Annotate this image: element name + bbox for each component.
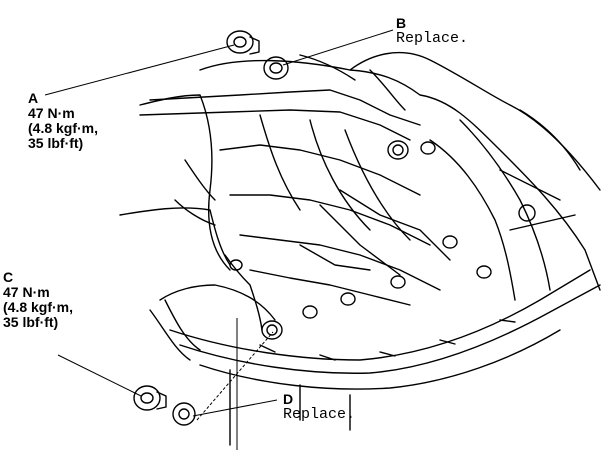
leader-b [282,29,394,66]
pan-bolt-5 [476,265,492,279]
pan-hatch [259,319,516,361]
drain-plug-c-part [133,385,167,411]
oil-pan-rim-inner [179,284,601,374]
callout-a-torque-kgf: (4.8 kgf·m, [28,120,99,136]
lower-left-boss [224,254,263,331]
rib-5 [229,194,431,246]
callout-c-torque-kgf: (4.8 kgf·m, [3,299,74,315]
case-bottom-left [159,284,276,321]
case-right-edge [459,119,551,291]
callout-a-letter: A [28,90,39,106]
pan-bolt-4 [442,235,458,249]
oil-pan-skirt [229,369,351,446]
rib-2 [309,119,371,231]
callout-b-letter: B [396,15,407,31]
pan-bolt-1 [302,305,318,319]
case-bolt-right [518,204,536,222]
case-left-outline [139,94,231,271]
curve-top-center [299,54,406,111]
dashed-axis-c [196,331,274,421]
case-upper-outline [199,59,601,291]
leader-d [192,399,278,417]
plug-seat-a [387,140,409,160]
housing-lower-left [149,299,201,361]
washer-d-part [172,402,196,426]
rib-1 [259,114,301,211]
rib-6 [239,234,441,291]
rib-diagonal-2 [339,189,451,261]
case-left-lower [119,207,231,266]
case-far-right [499,109,581,231]
rib-7 [249,269,411,306]
callout-d-note: Replace. [283,406,356,423]
oil-pan-rim-low [199,329,561,390]
washer-b-part [263,56,289,80]
drain-plug-a-part [226,30,260,55]
leader-a [44,44,235,96]
case-rear-outline [349,52,601,191]
callout-b-note: Replace. [396,30,469,47]
leader-c [57,354,142,397]
callout-d-letter: D [283,391,294,407]
pan-bolt-7 [229,259,243,271]
pan-bolt-3 [390,275,406,289]
upper-bracket [149,89,421,126]
callout-c-torque-lbf: 35 lbf·ft) [3,314,59,330]
oil-pan-rim-outer [169,269,591,361]
rib-4 [219,144,421,196]
callout-c-letter: C [3,269,14,285]
case-right-wall [429,139,516,301]
callout-a-torque-nm: 47 N·m [28,105,75,121]
pan-bolt-6 [420,141,436,155]
pan-bolt-2 [340,292,356,306]
flange-left [174,159,216,226]
upper-bracket-edge [139,109,411,141]
callout-c-torque-nm: 47 N·m [3,284,50,300]
rib-diagonal-1 [319,204,401,276]
callout-a-torque-lbf: 35 lbf·ft) [28,135,84,151]
plug-seat-c [261,320,283,340]
rib-diagonal-3 [299,244,371,271]
